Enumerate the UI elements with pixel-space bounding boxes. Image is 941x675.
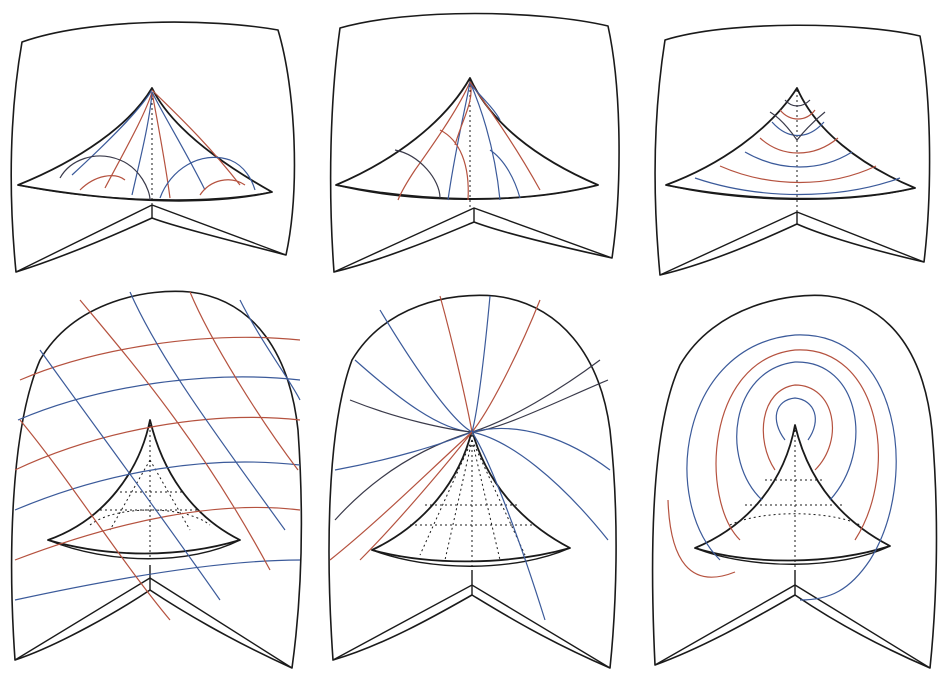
- lower-edge: [655, 585, 930, 668]
- lower-edge: [660, 212, 924, 275]
- cusp-cone: [695, 425, 890, 561]
- radial-curves: [60, 90, 255, 200]
- panel-6: [653, 295, 937, 668]
- cusp-cone: [372, 430, 570, 561]
- radial-curves: [395, 82, 540, 200]
- cusp-rim: [48, 540, 240, 559]
- cusp-rim: [666, 185, 915, 199]
- panel-outline: [331, 14, 619, 273]
- panel-3: [655, 25, 929, 275]
- panel-5: [329, 295, 616, 668]
- panel-4: [12, 291, 302, 668]
- crossing-curve-family: [330, 296, 610, 620]
- panel-outline: [12, 291, 302, 668]
- panel-1: [11, 22, 294, 272]
- lower-edge: [16, 205, 286, 272]
- panel-2: [331, 14, 619, 273]
- lower-edge: [333, 585, 610, 668]
- lower-edge: [334, 208, 612, 272]
- dotted-grid: [410, 435, 535, 570]
- dotted-grid: [90, 425, 210, 560]
- panel-outline: [655, 25, 929, 275]
- cusp-rim: [18, 185, 272, 200]
- diagonal-arc-family: [15, 292, 300, 620]
- dotted-grid: [730, 430, 860, 570]
- panel-outline: [329, 295, 616, 668]
- cusp-cone: [48, 420, 240, 554]
- panel-outline: [11, 22, 294, 272]
